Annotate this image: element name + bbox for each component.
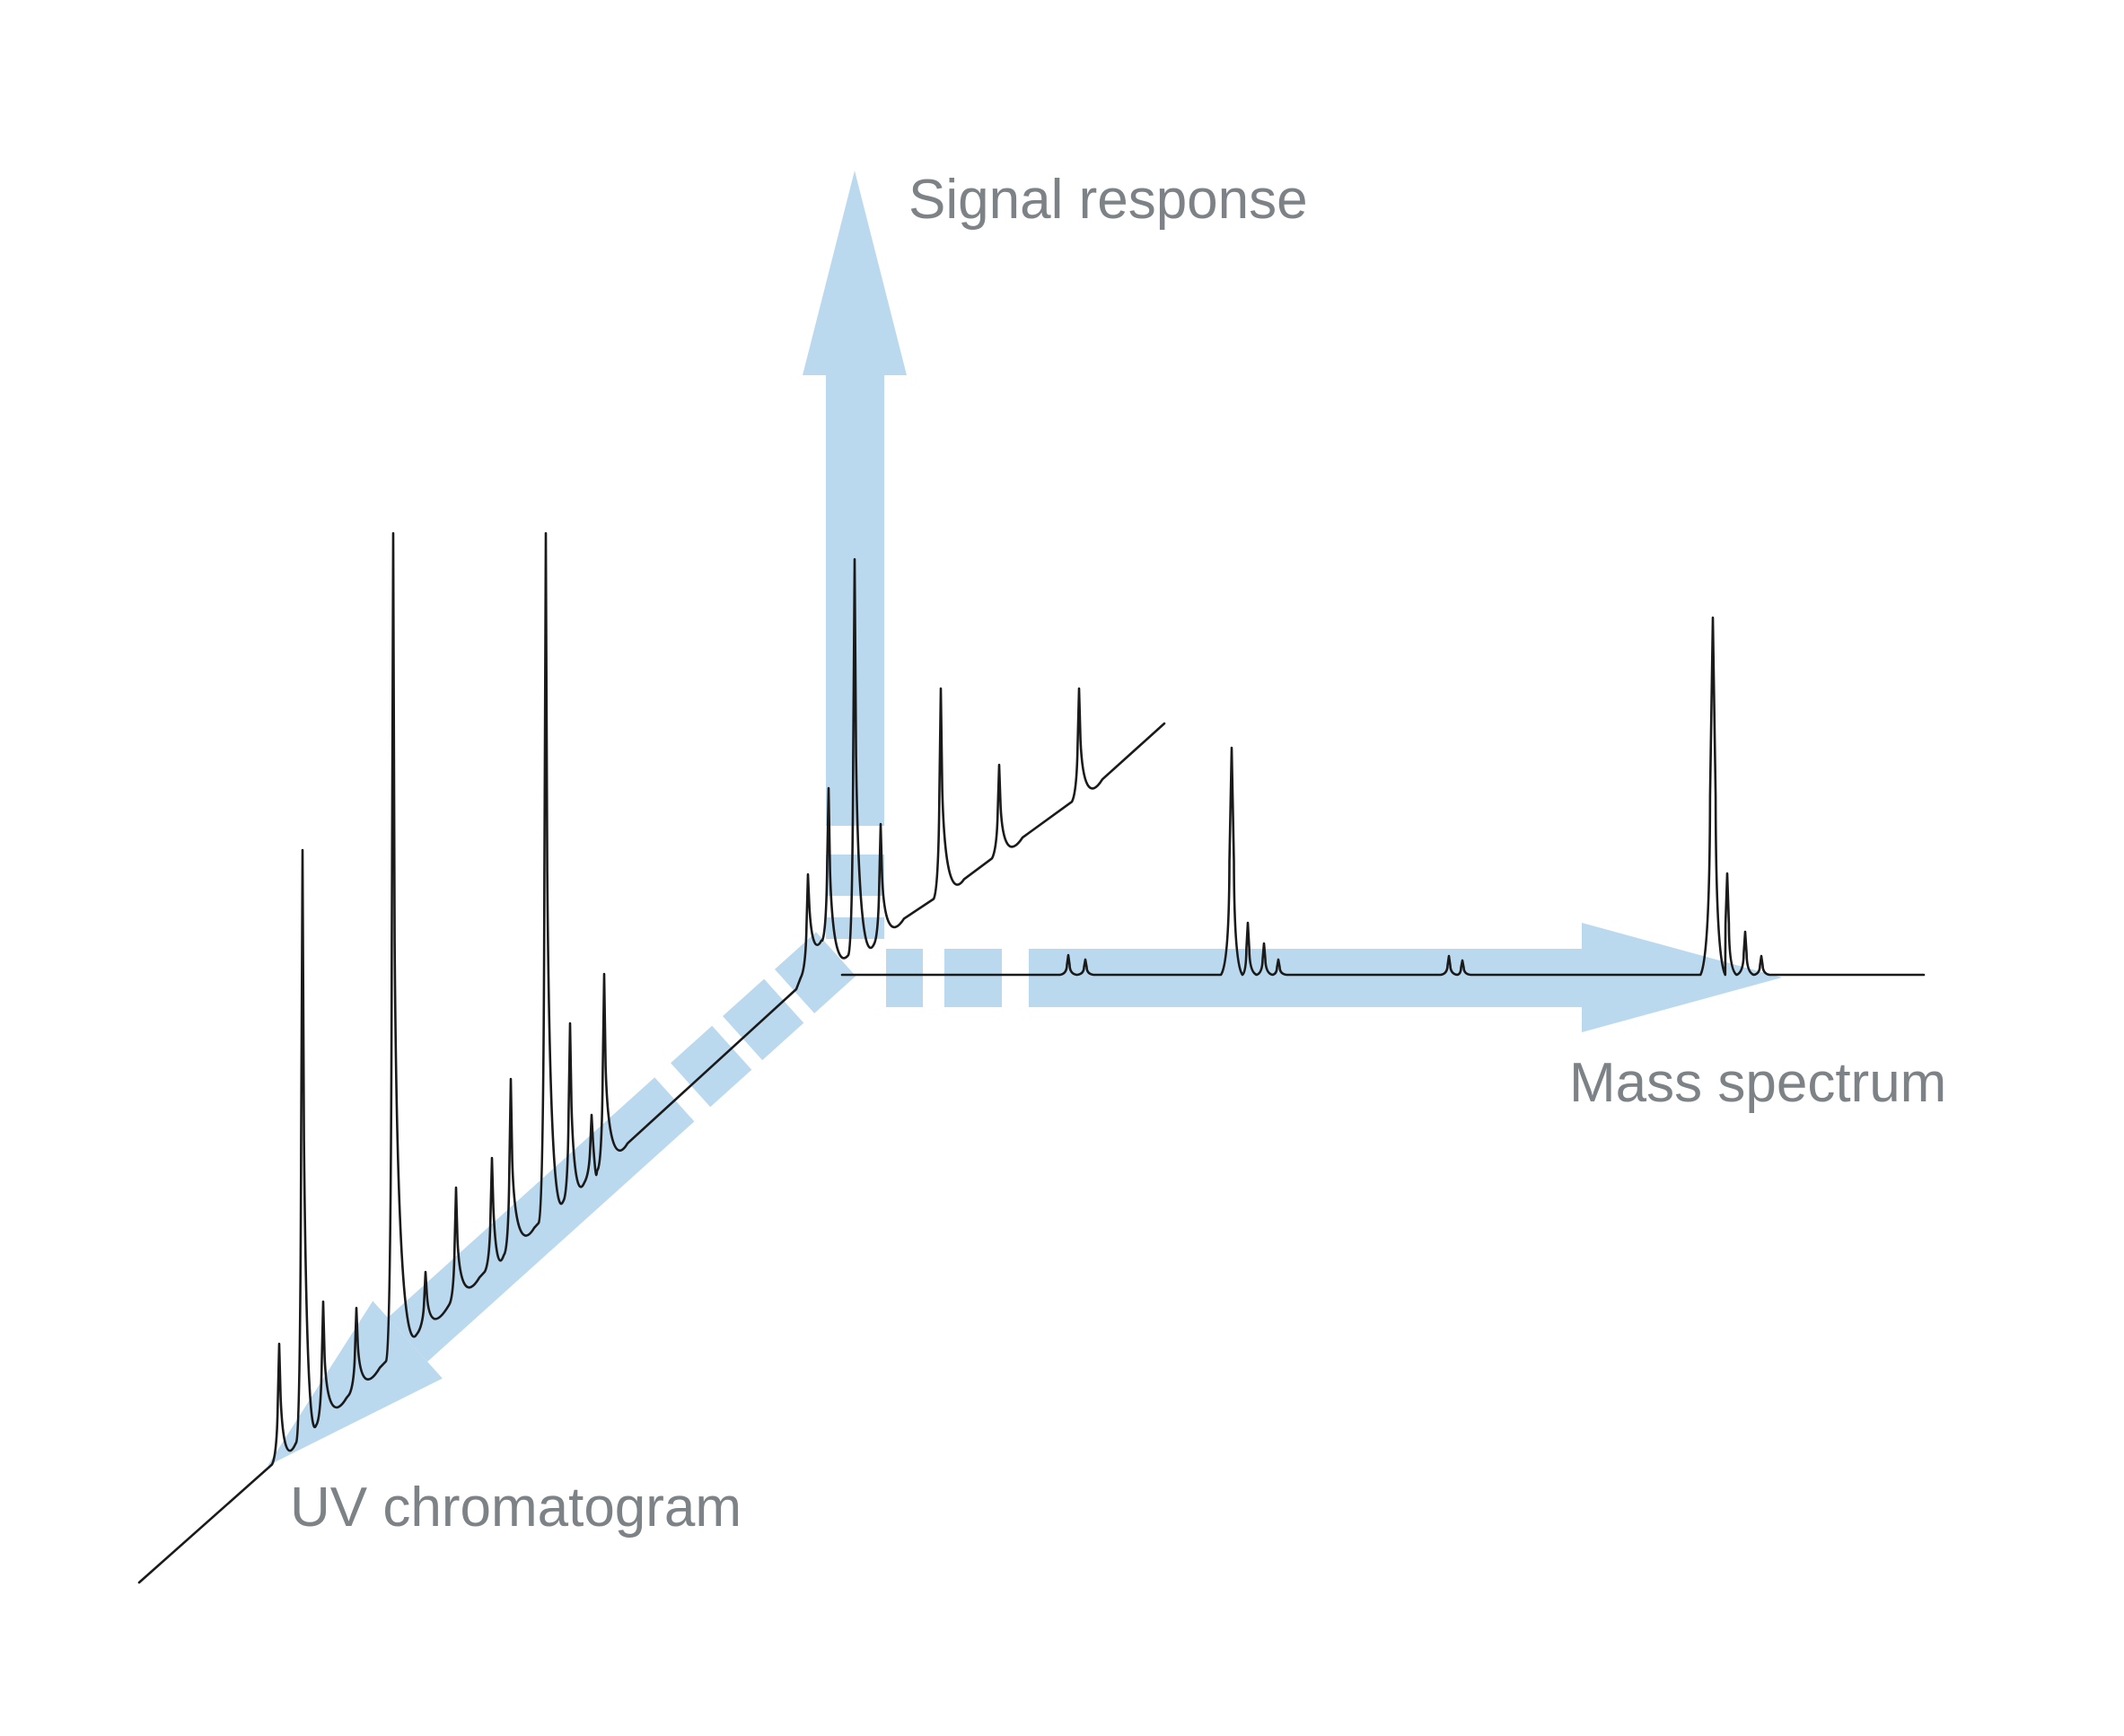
mass-spectrum-axis-label: Mass spectrum xyxy=(1569,1052,1947,1114)
mass-spectrum-arrow xyxy=(886,923,1782,1032)
signal-response-arrow xyxy=(803,171,907,939)
mass-arrow-dash xyxy=(944,949,1002,1007)
uv-chromatogram-arrow xyxy=(268,932,856,1466)
mass-arrow-head-icon xyxy=(1582,923,1782,1032)
signal-arrow-dash xyxy=(826,855,884,896)
mass-arrow-dash xyxy=(886,949,923,1007)
uv-arrow-dash xyxy=(775,932,856,1013)
uv-arrow-head-icon xyxy=(268,1301,443,1466)
mass-arrow-shaft xyxy=(1029,949,1582,1007)
signal-response-axis-label: Signal response xyxy=(908,169,1308,231)
mass-spectrum-trace xyxy=(840,616,1926,977)
uv-chromatogram-trace xyxy=(137,531,1166,1584)
uv-chromatogram-axis-label: UV chromatogram xyxy=(290,1477,742,1539)
signal-arrow-head-icon xyxy=(803,171,907,375)
